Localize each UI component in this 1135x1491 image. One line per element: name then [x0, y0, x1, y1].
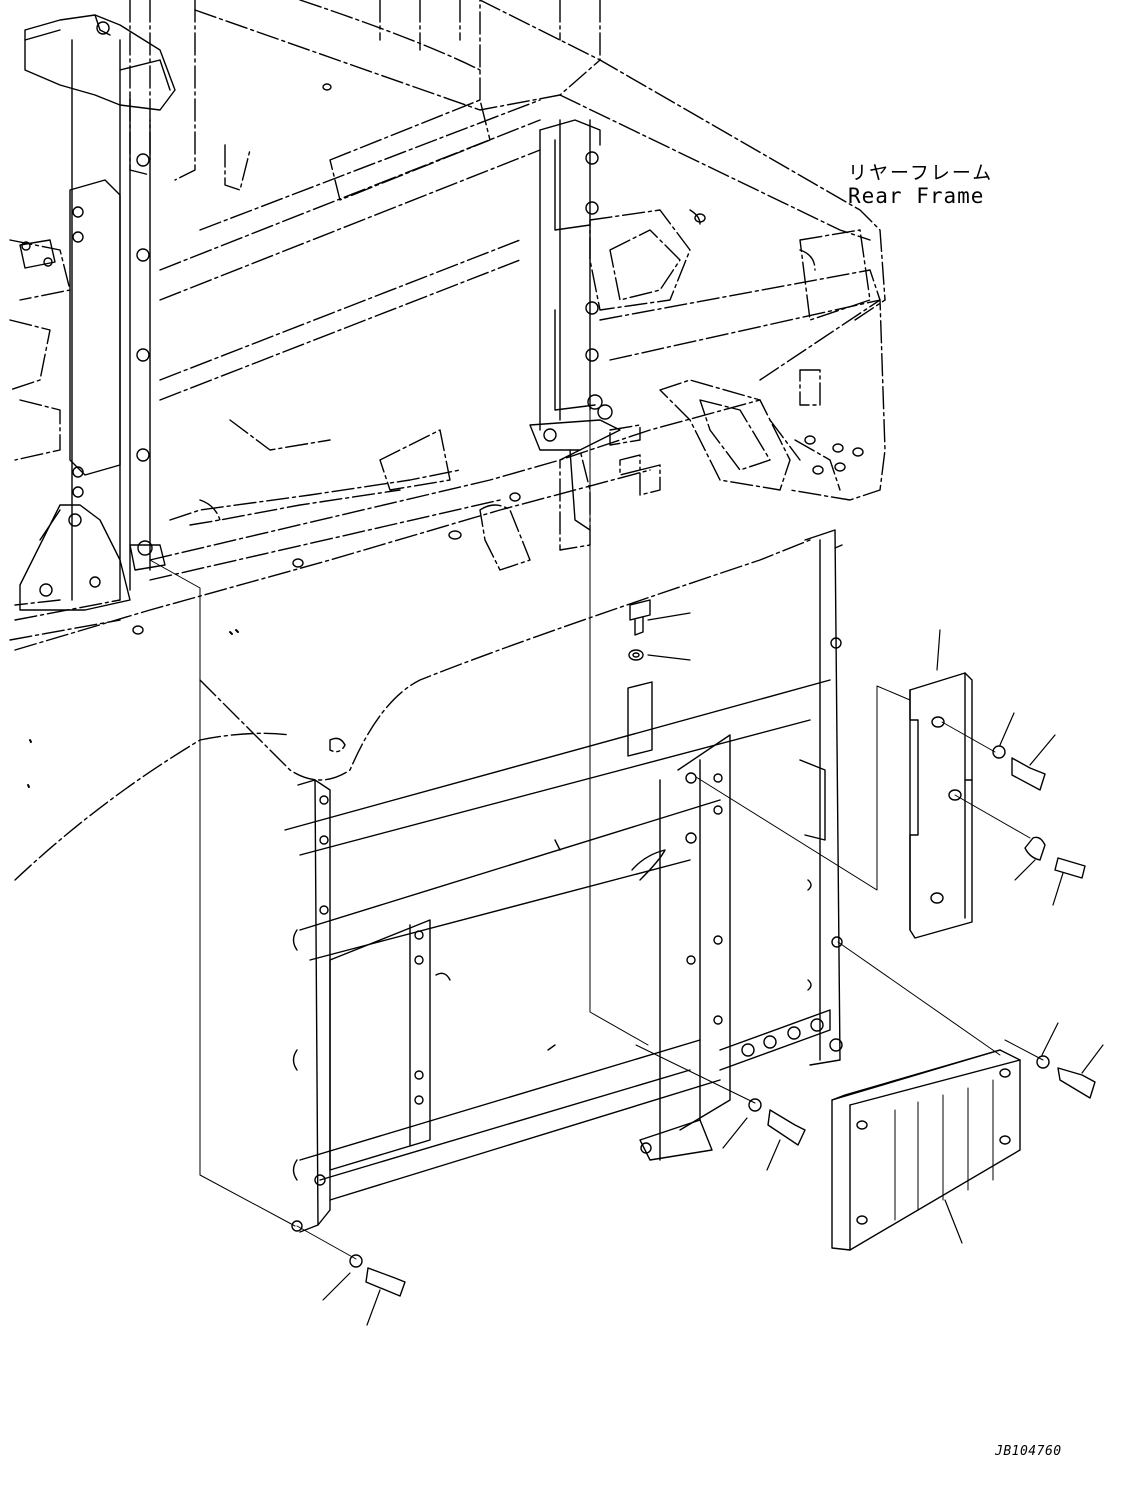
rear-frame-label-english: Rear Frame	[848, 184, 985, 208]
grille-slots	[894, 1079, 994, 1221]
rear-frame-bolts	[132, 83, 864, 635]
left-support-post	[19, 14, 176, 611]
drawing-code-label: JB104760	[995, 1444, 1062, 1459]
grille-panel-part	[831, 1049, 1021, 1251]
assembly-lines	[149, 409, 1044, 1260]
callout-leaders	[322, 612, 1104, 1326]
cover-plate-part	[909, 672, 973, 939]
rear-frame-label-japanese: リヤーフレーム	[848, 162, 994, 184]
rear-frame-outline	[9, 0, 886, 881]
middle-support-post	[529, 119, 621, 531]
fastener-parts	[349, 599, 1096, 1297]
radiator-guard-frame	[284, 529, 843, 1233]
detail-marks	[27, 629, 239, 788]
